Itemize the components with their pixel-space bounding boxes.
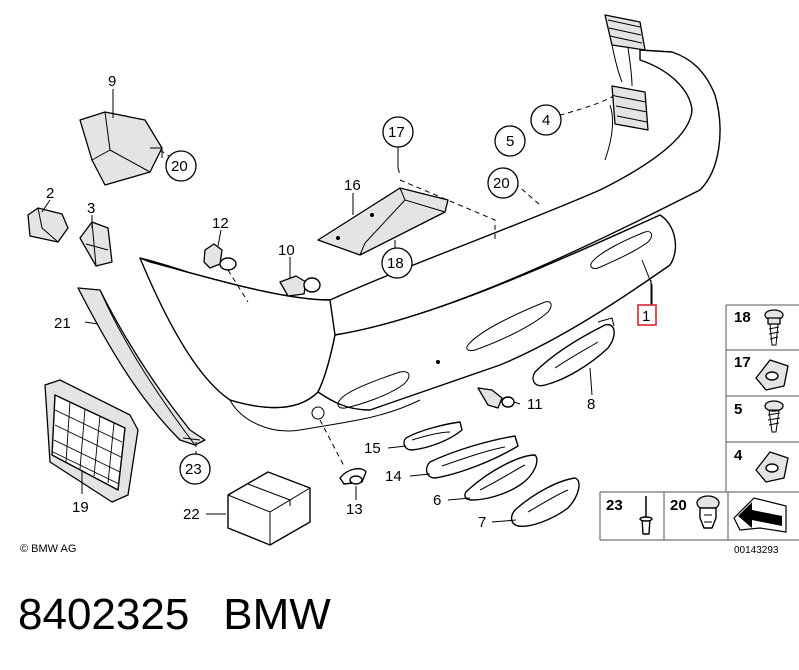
part-21-strip xyxy=(77,287,206,446)
label-part-2: 2 xyxy=(46,185,54,202)
label-part-9: 9 xyxy=(108,73,116,90)
part-number: 8402325 xyxy=(18,590,190,639)
part-11-bracket xyxy=(477,387,515,409)
part-8-trim xyxy=(532,317,615,387)
arrow-symbol-icon xyxy=(733,497,787,533)
callout-4: 4 xyxy=(530,104,562,136)
label-part-11: 11 xyxy=(527,396,543,413)
label-part-6: 6 xyxy=(433,492,441,509)
part-15-trim xyxy=(403,421,463,451)
part-12-sensor xyxy=(203,243,237,271)
legend-item-4: 4 xyxy=(734,447,743,464)
part-9-bracket xyxy=(79,111,163,186)
label-part-5: 5 xyxy=(506,133,514,150)
label-part-22: 22 xyxy=(183,506,200,523)
part-3-bracket xyxy=(79,221,113,267)
part-16-module xyxy=(317,187,449,256)
legend-item-18: 18 xyxy=(734,309,751,326)
part-10-sensor xyxy=(279,275,321,297)
label-part-20-a: 20 xyxy=(171,158,188,175)
nut-17-icon xyxy=(755,359,789,391)
rivet-23-icon xyxy=(639,496,653,535)
label-part-4: 4 xyxy=(542,112,550,129)
screw-18-icon xyxy=(764,309,784,346)
label-part-7: 7 xyxy=(478,514,486,531)
part-19-grille xyxy=(44,379,139,503)
fastener-legend: 18 17 5 4 23 20 xyxy=(599,304,799,556)
screw-5-icon xyxy=(764,400,784,433)
footer: 8402325 BMW xyxy=(18,590,365,640)
clip-20-icon xyxy=(696,495,720,529)
legend-item-20: 20 xyxy=(670,497,687,514)
callout-20-top: 20 xyxy=(165,150,197,182)
callout-23: 23 xyxy=(179,453,211,485)
label-part-12: 12 xyxy=(212,215,229,232)
part-13-cap xyxy=(339,467,367,485)
label-part-16: 16 xyxy=(344,177,361,194)
diagram-number: 00143293 xyxy=(734,545,779,556)
label-part-21: 21 xyxy=(54,315,71,332)
part-22-box xyxy=(227,471,311,546)
part-2-clip xyxy=(27,207,69,243)
label-part-10: 10 xyxy=(278,242,295,259)
label-part-3: 3 xyxy=(87,200,95,217)
part-7-trim xyxy=(510,477,580,527)
legend-item-17: 17 xyxy=(734,354,751,371)
callout-5: 5 xyxy=(494,125,526,157)
bumper-cover xyxy=(139,49,721,432)
brand-name: BMW xyxy=(223,590,331,639)
label-part-15: 15 xyxy=(364,440,381,457)
label-part-20-b: 20 xyxy=(493,175,510,192)
callout-18: 18 xyxy=(381,247,413,279)
callout-20-mid: 20 xyxy=(487,167,519,199)
part-6-trim xyxy=(464,454,538,501)
label-part-18: 18 xyxy=(387,255,404,272)
label-part-1: 1 xyxy=(642,308,650,325)
label-part-14: 14 xyxy=(385,468,402,485)
label-part-13: 13 xyxy=(346,501,363,518)
copyright-text: © BMW AG xyxy=(20,543,76,555)
nut-4-icon xyxy=(755,451,789,483)
part-1-highlight-box xyxy=(637,304,657,326)
legend-item-23: 23 xyxy=(606,497,623,514)
label-part-17: 17 xyxy=(388,124,405,141)
callout-17: 17 xyxy=(382,116,414,148)
label-part-8: 8 xyxy=(587,396,595,413)
legend-item-5: 5 xyxy=(734,401,742,418)
label-part-19: 19 xyxy=(72,499,89,516)
label-part-23: 23 xyxy=(185,461,202,478)
wiring-harness xyxy=(604,14,649,131)
